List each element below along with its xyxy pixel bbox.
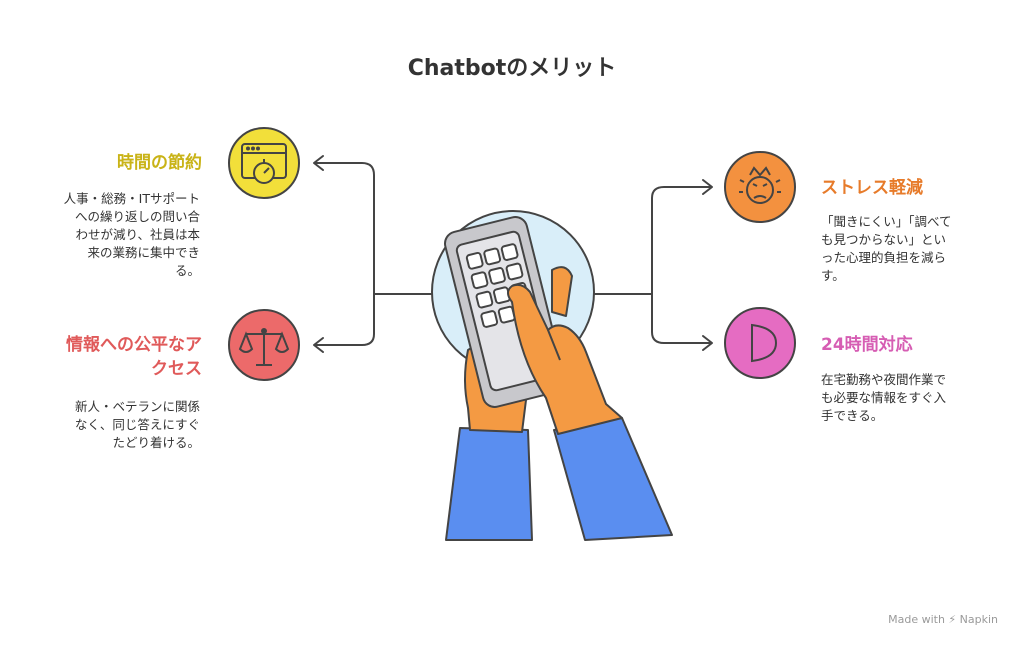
icon-circles (228, 127, 796, 381)
heading-stress: ストレス軽減 (821, 178, 923, 198)
arrow-access (313, 337, 324, 353)
desc-access: 新人・ベテランに関係 なく、同じ答えにすぐ たどり着ける。 (74, 399, 200, 450)
key (475, 290, 494, 309)
desc-24h: 在宅勤務や夜間作業で も必要な情報をすぐ入 手できる。 (821, 372, 947, 423)
key (465, 251, 484, 270)
key (483, 247, 502, 266)
key (470, 271, 489, 290)
key (500, 243, 519, 261)
heading-time: 時間の節約 (117, 153, 202, 173)
right-sleeve (553, 417, 673, 541)
napkin-watermark: Made with ⚡ Napkin (888, 613, 998, 626)
arrow-stress (702, 179, 713, 195)
right-hand (507, 283, 623, 435)
heading-access: 情報への公平なア クセス (66, 335, 202, 379)
heading-24h: 24時間対応 (821, 335, 913, 355)
connector-stress (593, 186, 711, 295)
left-thumb (551, 266, 573, 317)
phone-hands-illustration (444, 216, 673, 541)
scales-icon (228, 309, 300, 381)
connector-access (315, 293, 375, 346)
left-sleeve (445, 427, 533, 541)
key (505, 262, 524, 281)
page-title: Chatbotのメリット (407, 56, 617, 81)
connector-24h (651, 293, 711, 344)
connectors (313, 155, 713, 353)
half-moon-icon (724, 307, 796, 379)
stopwatch-icon (228, 127, 300, 199)
stressed-face-icon (724, 151, 796, 223)
connector-time (315, 162, 433, 295)
key (480, 310, 499, 328)
desc-time: 人事・総務・ITサポート への繰り返しの問い合 わせが減り、社員は本 来の業務に… (63, 191, 200, 278)
arrow-time (313, 155, 324, 171)
desc-stress: 「聞きにくい」「調べて も見つからない」とい った心理的負担を減ら す。 (821, 214, 952, 283)
arrow-24h (702, 335, 713, 351)
key (488, 267, 506, 285)
finger-line (547, 329, 561, 361)
